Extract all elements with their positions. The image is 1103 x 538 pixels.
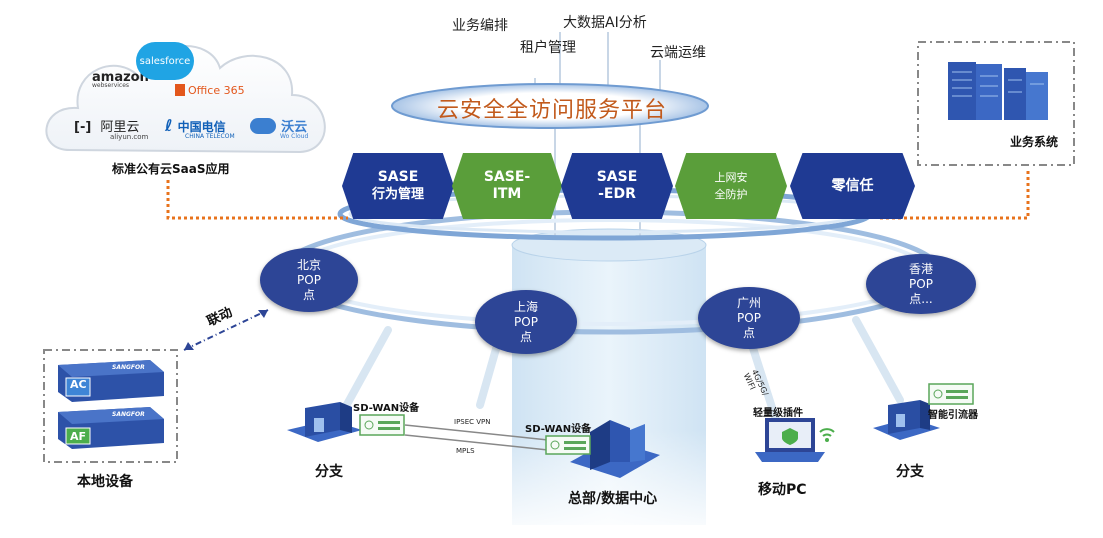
- office365-logo: Office 365: [175, 84, 245, 97]
- local-devices-box: [43, 349, 178, 463]
- orange-links: [166, 168, 1030, 220]
- central-pillar: [511, 228, 707, 530]
- salesforce-logo-text: salesforce: [139, 55, 191, 67]
- pop-guangzhou-line2: POP: [737, 310, 761, 325]
- linkage-arrow: [183, 309, 269, 351]
- office365-logo-text: Office 365: [188, 84, 245, 97]
- mobile-caption: 移动PC: [758, 482, 807, 498]
- wocloud-icon: [250, 118, 276, 134]
- ipsec-vpn-label: IPSEC VPN: [454, 418, 491, 426]
- module-zero-trust: 零信任: [790, 153, 915, 219]
- platform-disc: [391, 83, 709, 129]
- sdwan-links: [404, 424, 549, 451]
- device-ac-label: AC: [70, 378, 87, 391]
- telecom-logo-text: 中国电信: [177, 120, 226, 134]
- device-brand-bottom: SANGFOR: [112, 411, 145, 418]
- branch-left-device-label: SD-WAN设备: [353, 403, 420, 414]
- label-bigdata-ai: 大数据AI分析: [563, 15, 647, 31]
- pop-beijing-line1: 北京: [296, 257, 321, 272]
- hq-device-label: SD-WAN设备: [525, 424, 592, 435]
- branch-right-caption: 分支: [896, 464, 924, 480]
- aliyun-logo-text: 阿里云: [100, 120, 140, 135]
- pop-hongkong-line3: 点...: [909, 291, 933, 306]
- pop-guangzhou-line1: 广州: [736, 295, 761, 310]
- module-sase-itm-line2: ITM: [492, 186, 522, 202]
- pop-beijing-line2: POP: [297, 272, 321, 287]
- pop-guangzhou-line3: 点: [742, 325, 755, 340]
- label-business-orchestration: 业务编排: [452, 18, 508, 34]
- module-web-security-line2: 全防护: [714, 188, 748, 201]
- module-sase-edr-line1: SASE: [596, 169, 638, 185]
- hq-buildings: [545, 420, 660, 478]
- hq-caption: 总部/数据中心: [568, 491, 658, 507]
- aliyun-logo: [-] 阿里云 aliyun.com: [74, 116, 148, 141]
- pop-shanghai-line2: POP: [514, 314, 538, 329]
- salesforce-logo: salesforce: [136, 42, 194, 80]
- business-system-box: [917, 41, 1075, 166]
- device-brand-top: SANGFOR: [112, 364, 145, 371]
- label-cloud-ops: 云端运维: [650, 45, 706, 61]
- wocloud-logo-text: 沃云: [281, 120, 308, 135]
- module-zero-trust-line1: 零信任: [831, 177, 874, 194]
- pop-shanghai-line3: 点: [519, 329, 532, 344]
- module-sase-behavior: SASE 行为管理: [342, 153, 454, 219]
- amazon-logo-subtext: webservices: [92, 82, 130, 89]
- branch-right-building: [873, 383, 974, 440]
- amazon-logo-text: amazon: [92, 70, 149, 85]
- wocloud-logo-subtext: Wo Cloud: [280, 133, 309, 140]
- device-af-label: AF: [70, 430, 87, 443]
- amazon-logo: amazon webservices: [92, 70, 149, 89]
- mpls-label: MPLS: [456, 447, 475, 455]
- branch-left-building: [287, 402, 362, 442]
- telecom-icon: ℓ: [165, 116, 173, 135]
- module-sase-itm: SASE-ITM: [452, 153, 562, 219]
- office-icon: [175, 84, 185, 96]
- module-web-security: 上网安全防护: [675, 153, 787, 219]
- pop-hongkong-line2: POP: [909, 276, 933, 291]
- branch-left-caption: 分支: [315, 464, 343, 480]
- telecom-logo-subtext: CHINA TELECOM: [185, 133, 235, 140]
- module-sase-behavior-line2: 行为管理: [371, 187, 424, 202]
- pop-shanghai-line1: 上海: [513, 299, 538, 314]
- pop-beijing-line3: 点: [302, 287, 315, 302]
- module-sase-itm-line1: SASE-: [483, 169, 531, 185]
- label-tenant-mgmt: 租户管理: [520, 40, 576, 56]
- module-sase-behavior-line1: SASE: [377, 169, 419, 185]
- module-sase-edr: SASE-EDR: [561, 153, 673, 219]
- cloud-caption: 标准公有云SaaS应用: [112, 162, 230, 176]
- china-telecom-logo: ℓ 中国电信 CHINA TELECOM: [165, 116, 235, 140]
- module-web-security-line1: 上网安: [714, 171, 748, 184]
- pop-hongkong-line1: 香港: [908, 261, 933, 276]
- module-sase-edr-line2: -EDR: [598, 186, 636, 202]
- business-system-caption: 业务系统: [1010, 135, 1059, 149]
- sdwan-device-left: [359, 414, 405, 436]
- branch-right-device-label: 智能引流器: [928, 410, 978, 421]
- mobile-plugin-label: 轻量级插件: [753, 408, 803, 419]
- wocloud-logo: 沃云 Wo Cloud: [250, 116, 308, 140]
- local-devices-caption: 本地设备: [77, 474, 133, 490]
- mobile-laptop: [755, 418, 835, 462]
- aliyun-icon: [-]: [74, 120, 92, 135]
- aliyun-logo-subtext: aliyun.com: [110, 133, 149, 141]
- platform-title: 云安全全访问服务平台: [436, 98, 667, 123]
